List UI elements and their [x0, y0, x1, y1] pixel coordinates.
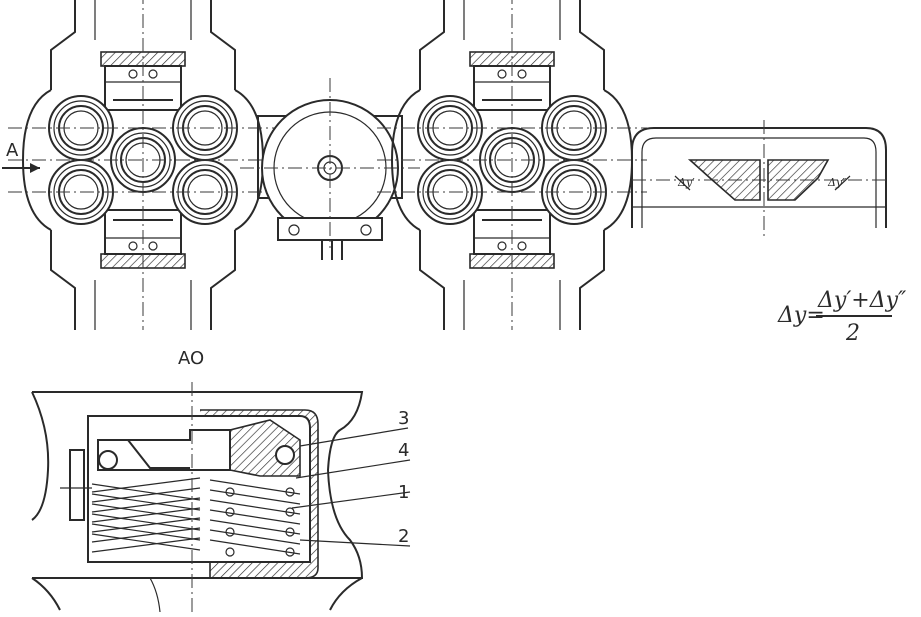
- formula: Δy= Δy′+Δy″ 2: [777, 288, 907, 346]
- bogie-side-section: [31, 382, 364, 613]
- view-arrow: A: [2, 140, 40, 173]
- formula-numerator: Δy′+Δy″: [817, 288, 907, 313]
- bogie-top-view-right: [377, 0, 647, 330]
- wedge-section-inset: Δy′ Δy″: [631, 120, 887, 240]
- bogie-top-view-left: [8, 0, 278, 330]
- formula-denominator: 2: [845, 321, 860, 346]
- section-title: AO: [178, 348, 204, 369]
- inset-mark-right: Δy″: [827, 176, 847, 189]
- view-arrow-label: A: [6, 140, 19, 161]
- callouts: 3 4 1 2: [291, 408, 411, 547]
- callout-1: 1: [398, 482, 409, 503]
- callout-4: 4: [398, 440, 409, 461]
- callout-3: 3: [398, 408, 409, 429]
- callout-2: 2: [398, 526, 409, 547]
- inset-mark-left: Δy′: [677, 176, 695, 189]
- spring-housing-end-view: [240, 78, 420, 260]
